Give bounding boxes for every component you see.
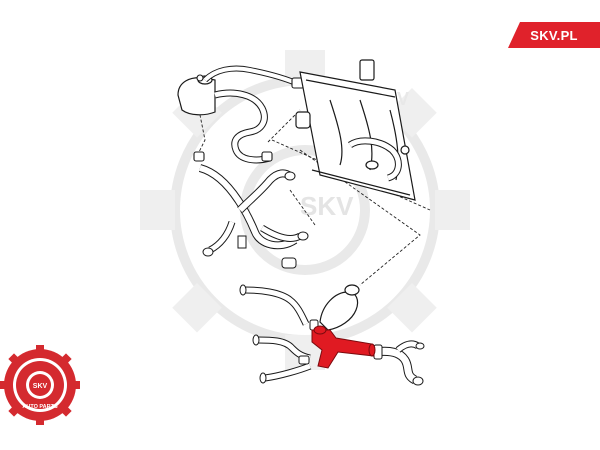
right-clamps <box>373 342 425 386</box>
middle-clamps <box>202 171 309 269</box>
brand-badge-text: SKV.PL <box>530 27 578 43</box>
lower-clamps <box>239 284 319 384</box>
watermark-text: SKV <box>300 191 354 221</box>
brand-badge-bg <box>508 22 600 48</box>
expansion-tank <box>177 75 216 116</box>
highlighted-coolant-pipe[interactable] <box>311 325 376 369</box>
seal-center-text: SKV <box>33 383 48 390</box>
skv-seal-logo: SKV AUTO PARTS <box>0 345 80 425</box>
brand-badge[interactable]: SKV.PL <box>508 22 600 48</box>
middle-hose-assembly <box>198 164 302 254</box>
thermostat-housing <box>319 284 360 331</box>
seal-ring-text: AUTO PARTS <box>22 404 58 410</box>
upper-hoses <box>193 65 305 164</box>
radiator <box>295 59 416 201</box>
